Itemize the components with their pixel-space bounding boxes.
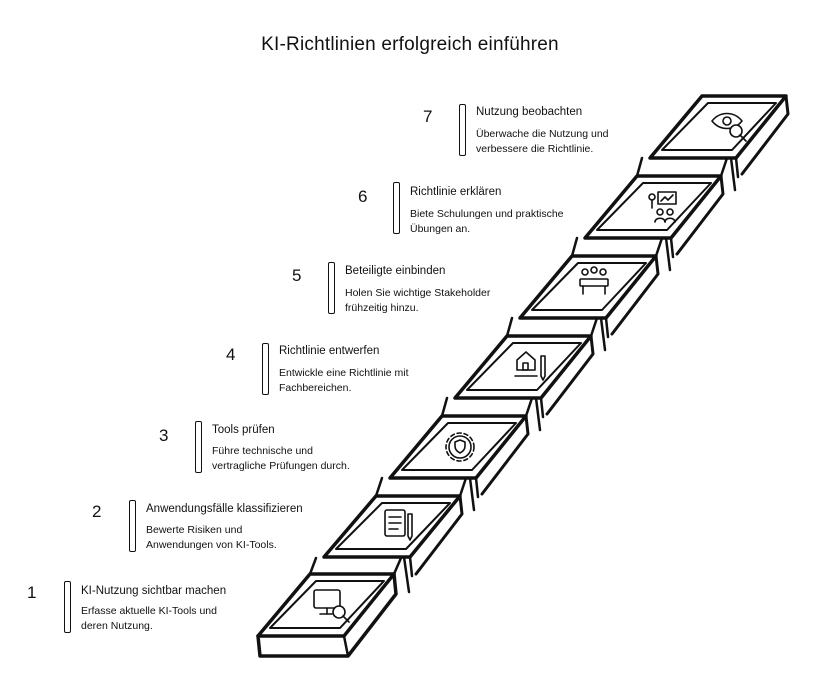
step-4-desc-line1: Entwickle eine Richtlinie mit: [279, 367, 409, 379]
step-7-desc-line2: verbessere die Richtlinie.: [476, 143, 594, 155]
blueprint-house-icon: [514, 351, 546, 381]
step-6-bar: [393, 182, 400, 234]
step-5-desc-line1: Holen Sie wichtige Stakeholder: [345, 287, 491, 299]
step-2-bar: [129, 500, 136, 552]
step-4-bar: [262, 343, 269, 395]
step-3-bar: [195, 421, 202, 473]
training-presentation-icon: [648, 191, 677, 223]
step-1-number: 1: [27, 583, 37, 602]
step-3-desc-line1: Führe technische und: [212, 445, 313, 457]
step-4-number: 4: [226, 345, 236, 364]
step-2-number: 2: [92, 502, 102, 521]
step-6-title: Richtlinie erklären: [410, 186, 502, 198]
meeting-table-icon: [579, 266, 609, 295]
step-2-title: Anwendungsfälle klassifizieren: [146, 503, 303, 515]
step-6-desc-line2: Übungen an.: [410, 223, 471, 235]
step-5-bar: [328, 262, 335, 314]
step-2-desc-line1: Bewerte Risiken und: [146, 524, 243, 536]
step-4-desc-line2: Fachbereichen.: [279, 382, 352, 394]
step-7-number: 7: [423, 107, 433, 126]
eye-magnifier-icon: [711, 112, 747, 142]
step-1-title: KI-Nutzung sichtbar machen: [81, 585, 227, 597]
checklist-pen-icon: [384, 509, 413, 541]
step-3-title: Tools prüfen: [212, 424, 275, 436]
gear-shield-icon: [445, 432, 475, 462]
step-5-number: 5: [292, 266, 302, 285]
step-7-desc-line1: Überwache die Nutzung und: [476, 128, 609, 140]
step-1-desc-line1: Erfasse aktuelle KI-Tools und: [81, 605, 217, 617]
step-5-title: Beteiligte einbinden: [345, 265, 446, 277]
step-2-desc-line2: Anwendungen von KI-Tools.: [146, 539, 277, 551]
step-5-desc-line2: frühzeitig hinzu.: [345, 302, 419, 314]
monitor-search-icon: [313, 589, 350, 623]
step-7-title: Nutzung beobachten: [476, 106, 583, 118]
step-1-bar: [64, 581, 71, 633]
diagram-title: KI-Richtlinien erfolgreich einführen: [261, 34, 559, 55]
step-6-number: 6: [358, 187, 368, 206]
step-3-number: 3: [159, 426, 169, 445]
step-7-bar: [459, 104, 466, 156]
step-3-desc-line2: vertragliche Prüfungen durch.: [212, 460, 350, 472]
step-4-title: Richtlinie entwerfen: [279, 345, 380, 357]
step-1-desc-line2: deren Nutzung.: [81, 620, 153, 632]
step-6-desc-line1: Biete Schulungen und praktische: [410, 208, 564, 220]
